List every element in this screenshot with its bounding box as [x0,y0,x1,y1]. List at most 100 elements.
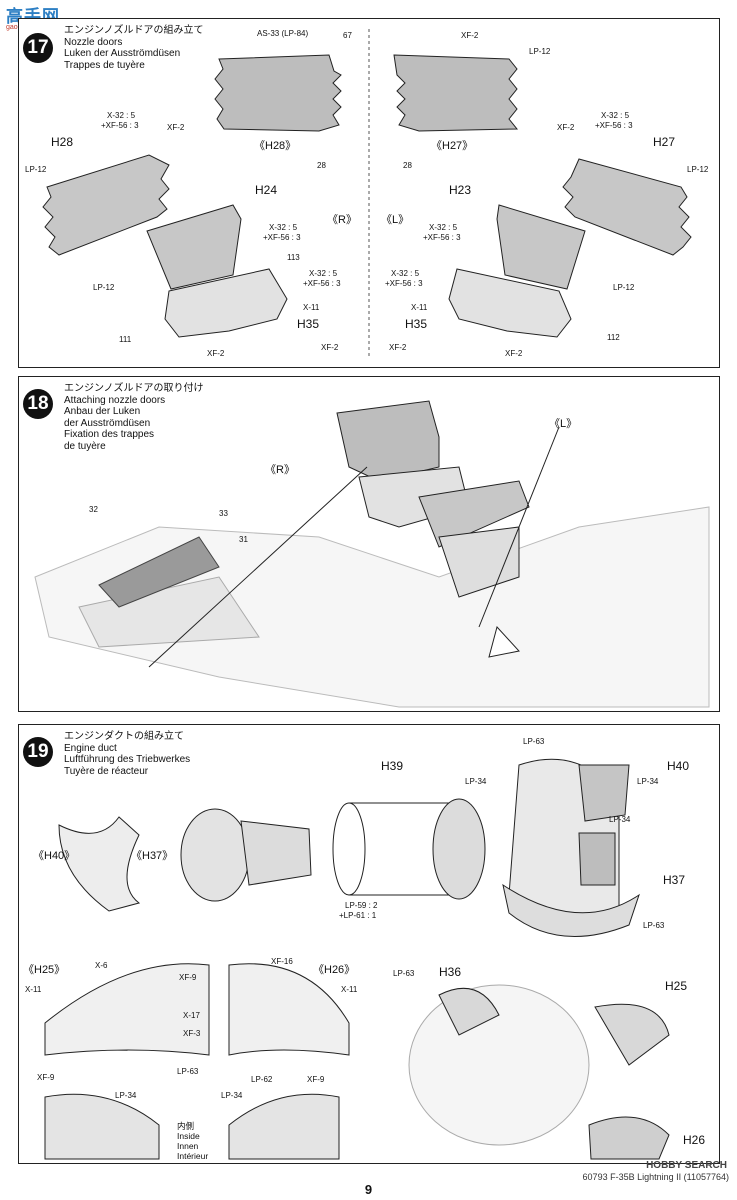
step-title: エンジンダクトの組み立て Engine duct Luftführung des… [64,731,190,777]
part-h39: H39 [381,759,404,773]
label-lp34-d: LP-34 [115,1091,137,1100]
label-lp12-l2: LP-12 [93,283,115,292]
title-de-1: Anbau der Luken [64,406,141,417]
label-xf2-r3: XF-2 [505,349,523,358]
inside-de: Innen [177,1141,199,1151]
title-fr: Trappes de tuyère [64,59,145,71]
mark-l: 《L》 [549,418,578,430]
inside-fr: Intérieur [177,1151,209,1161]
label-x11-l: X-11 [303,303,320,312]
step-title: エンジンノズルドアの組み立て Nozzle doors Luken der Au… [64,25,204,71]
part-h27: H27 [653,135,676,149]
label-lp34-b: LP-34 [637,777,659,786]
inside-label: 内側 Inside Innen Intérieur [177,1121,208,1161]
mark-r: 《R》 [265,464,295,476]
label-lp62: LP-62 [251,1075,273,1084]
mark-l: 《L》 [381,214,410,226]
label-lp63-b: LP-63 [643,921,665,930]
label-x17: X-17 [183,1011,200,1020]
label-x11-b: X-11 [341,985,358,994]
title-jp: エンジンノズルドアの組み立て [64,25,204,36]
mark-h26: 《H26》 [313,964,356,976]
label-lp63-c: LP-63 [177,1067,199,1076]
label-lp63-a: LP-63 [523,737,545,746]
part-h37: H37 [663,873,686,887]
label-mix-r5: X-32 : 5 [391,269,420,278]
label-lp61: +LP-61 : 1 [339,911,377,920]
inside-jp: 内側 [177,1121,195,1131]
part-h40: H40 [667,759,690,773]
mark-h37: 《H37》 [131,850,174,862]
label-mix-l5: X-32 : 5 [309,269,338,278]
label-xf2-l: XF-2 [167,123,185,132]
part-h36: H36 [439,965,462,979]
part-h25: H25 [665,979,688,993]
label-lp12-top: LP-12 [529,47,551,56]
part-h23: H23 [449,183,472,197]
step-number: 18 [23,389,53,419]
hobbysearch-watermark: HOBBY SEARCH [646,1160,727,1171]
title-en: Nozzle doors [64,36,123,48]
step-19-illustration [44,758,670,1160]
callout-111: 111 [119,335,132,344]
part-h35-l: H35 [297,317,320,331]
label-xf2-top: XF-2 [461,31,479,40]
title-fr: Tuyère de réacteur [64,765,149,777]
step-number: 19 [23,737,53,767]
callout-28-b: 28 [403,161,412,170]
label-xf9-b: XF-9 [37,1073,55,1082]
label-xf2-l2: XF-2 [207,349,225,358]
callout-67: 67 [343,31,352,40]
mark-r: 《R》 [327,214,357,226]
label-mix-l6: +XF-56 : 3 [303,279,341,288]
part-h28: H28 [51,135,74,149]
part-h24: H24 [255,183,278,197]
callout-31: 31 [239,535,248,544]
label-xf2-r2: XF-2 [389,343,407,352]
label-lp63-d: LP-63 [393,969,415,978]
label-lp12-l: LP-12 [25,165,47,174]
label-mix-r2: +XF-56 : 3 [595,121,633,130]
label-x11-r: X-11 [411,303,428,312]
label-mix-r4: +XF-56 : 3 [423,233,461,242]
label-x6: X-6 [95,961,108,970]
label-xf3: XF-3 [183,1029,201,1038]
label-mix-l3: X-32 : 5 [269,223,298,232]
step-19-panel: 19 エンジンダクトの組み立て Engine duct Luftführung … [18,724,720,1164]
mark-h40: 《H40》 [33,850,76,862]
title-en: Attaching nozzle doors [64,394,166,406]
label-xf2-r: XF-2 [557,123,575,132]
label-mix-r1: X-32 : 5 [601,111,630,120]
label-xf2-l3: XF-2 [321,343,339,352]
label-lp59: LP-59 : 2 [345,901,378,910]
part-h35-r: H35 [405,317,428,331]
part-h26: H26 [683,1133,706,1147]
label-xf16: XF-16 [271,957,293,966]
label-mix-r3: X-32 : 5 [429,223,458,232]
label-x11-a: X-11 [25,985,42,994]
step-title: エンジンノズルドアの取り付け Attaching nozzle doors An… [64,383,204,452]
callout-33: 33 [219,509,228,518]
title-de: Luken der Ausströmdüsen [64,48,181,59]
mark-h27-top: 《H27》 [431,140,474,152]
label-mix-r6: +XF-56 : 3 [385,279,423,288]
title-jp: エンジンノズルドアの取り付け [64,383,204,394]
title-de-2: der Ausströmdüsen [64,417,151,429]
step-number: 17 [23,33,53,63]
callout-113: 113 [287,253,300,262]
page-number: 9 [364,1182,373,1197]
label-lp34-e: LP-34 [221,1091,243,1100]
step-17-illustration [42,29,692,359]
label-lp12-r2: LP-12 [613,283,635,292]
callout-32: 32 [89,505,98,514]
callout-112: 112 [607,333,620,342]
label-mix-l1: X-32 : 5 [107,111,136,120]
label-lp12-r: LP-12 [687,165,709,174]
title-fr-1: Fixation des trappes [64,429,155,440]
mark-h25: 《H25》 [23,964,66,976]
footer-code: 60793 F-35B Lightning II (11057764) [582,1172,729,1182]
label-mix-l2: +XF-56 : 3 [101,121,139,130]
label-lp34-c: LP-34 [609,815,631,824]
label-mix-l4: +XF-56 : 3 [263,233,301,242]
title-fr-2: de tuyère [64,440,106,452]
